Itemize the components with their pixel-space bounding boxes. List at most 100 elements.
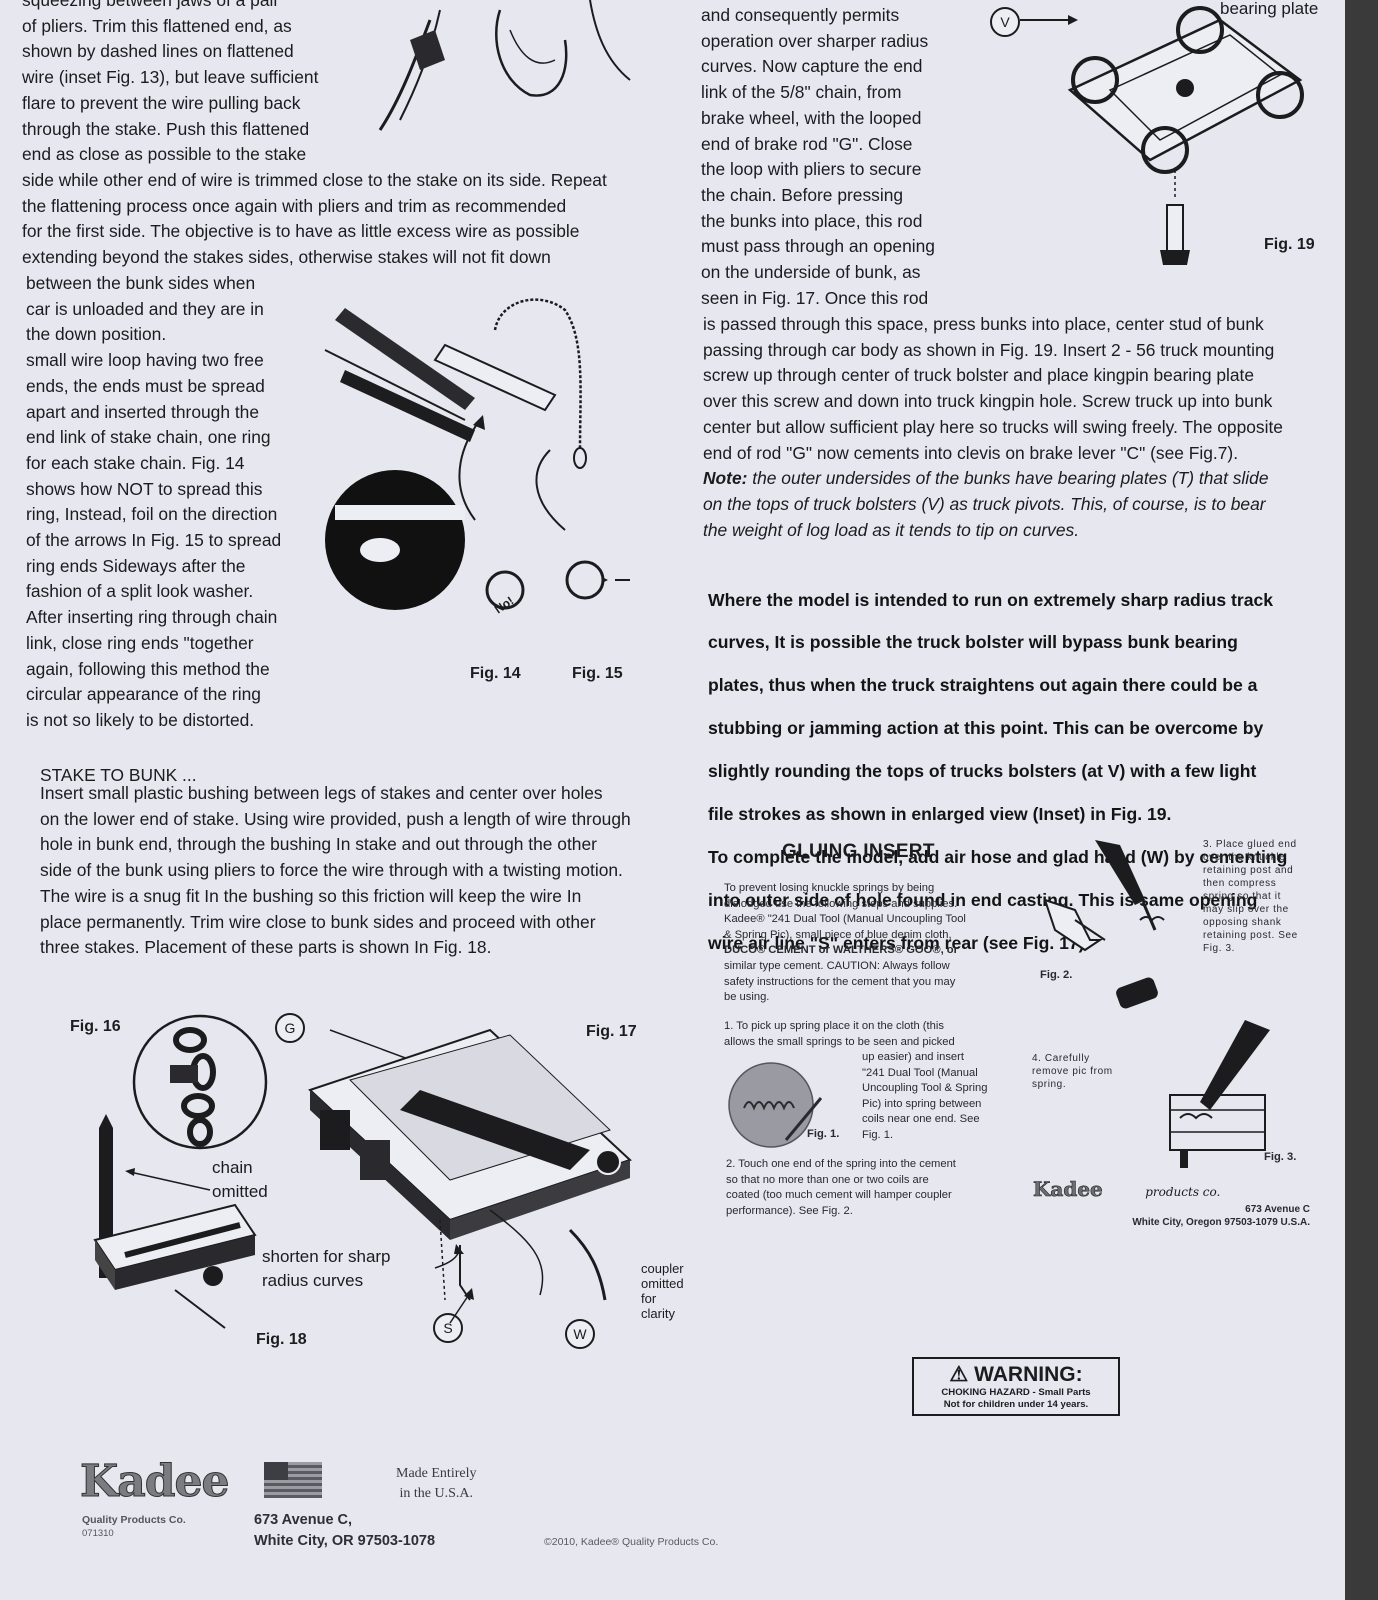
coupler-line: coupler [641, 1261, 684, 1276]
text-line: link of the 5/8" chain, from [701, 82, 902, 103]
text-line: fashion of a split look washer. [26, 581, 254, 602]
address-line: White City, OR 97503-1078 [254, 1533, 436, 1549]
text-line: squeezing between jaws of a pair [22, 0, 280, 10]
text-line: on the underside of bunk, as [701, 262, 921, 283]
v-arrow [1020, 15, 1078, 25]
col1-text-block: squeezing between jaws of a pair of plie… [22, 0, 662, 271]
fig17-caption: Fig. 17 [586, 1023, 637, 1040]
text-line: 4. Carefully [1032, 1053, 1090, 1064]
note-label: Note: [703, 468, 748, 489]
text-line: shown by dashed lines on flattened [22, 41, 294, 62]
small-logo-text: Kadee [1033, 1177, 1103, 1202]
coupler-line: for [641, 1291, 657, 1306]
label-s: S [433, 1313, 463, 1343]
text-line: curves, It is possible the truck bolster… [708, 632, 1238, 653]
text-line: of the arrows In Fig. 15 to spread [26, 530, 282, 551]
gluing-step1-rest: up easier) and insert "241 Dual Tool (Ma… [862, 1050, 1012, 1144]
made-in-usa: Made Entirely in the U.S.A. [396, 1464, 476, 1504]
text-line: 1. To pick up spring place it on the clo… [724, 1020, 944, 1032]
text-line: then compress [1203, 878, 1277, 889]
warning-title-row: ⚠ WARNING: [920, 1362, 1112, 1387]
text-line: ring ends Sideways after the [26, 555, 246, 576]
text-line: extending beyond the stakes sides, other… [22, 247, 551, 268]
fig14-15-illustration [324, 298, 630, 610]
fig1-spring-illustration [728, 1062, 823, 1148]
fig2-cement-illustration [1043, 840, 1165, 1009]
text-line: must pass through an opening [701, 236, 935, 257]
product-code: 071310 [82, 1528, 114, 1539]
us-flag-icon [264, 1462, 322, 1498]
fig2-caption: Fig. 2. [1040, 969, 1073, 981]
text-line: the chain. Before pressing [701, 184, 904, 205]
text-line: side while other end of wire is trimmed … [22, 169, 607, 190]
text-line: link, close ring ends "together [26, 632, 254, 653]
made-line: Made Entirely [396, 1466, 477, 1481]
text-line: Insert small plastic bushing between leg… [40, 783, 603, 803]
text-line: Where the model is intended to run on ex… [708, 589, 1274, 610]
gluing-step4: 4. Carefully remove pic from spring. [1032, 1052, 1152, 1091]
text-line: White City, Oregon 97503-1079 U.S.A. [1132, 1217, 1310, 1228]
text-line: slightly rounding the tops of trucks bol… [708, 761, 1257, 782]
text-line: safety instructions for the cement that … [724, 975, 956, 988]
label-w: W [565, 1319, 595, 1349]
text-line: plates, thus when the truck straightens … [708, 675, 1258, 696]
text-line: car is unloaded and they are in [26, 298, 264, 319]
fig19-truck-illustration [1067, 6, 1304, 265]
text-line: curves. Now capture the end [701, 56, 923, 77]
text-line: is passed through this space, press bunk… [703, 314, 1264, 334]
text-line: be using. [724, 991, 770, 1004]
col1-ring-text: between the bunk sides when car is unloa… [26, 271, 316, 734]
text-line: into outer side of hole found in end cas… [708, 889, 1258, 910]
text-line: The wire is a snug fit In the bushing so… [40, 885, 582, 906]
shorten-line: radius curves [262, 1271, 364, 1290]
text-line: side of the bunk using pliers to force t… [40, 860, 623, 881]
shorten-label: shorten for sharp radius curves [262, 1245, 391, 1293]
gluing-step1-lead: 1. To pick up spring place it on the clo… [724, 1019, 1024, 1050]
text-line: To complete the model, add air hose and … [708, 846, 1288, 867]
warning-line: Not for children under 14 years. [943, 1399, 1089, 1410]
text-line: To prevent losing knuckle springs by bei… [724, 882, 935, 894]
small-address: 673 Avenue C White City, Oregon 97503-10… [1100, 1203, 1310, 1229]
text-line: brake wheel, with the looped [701, 107, 922, 128]
shorten-arrow [434, 1244, 474, 1324]
small-logo-script: products co. [1145, 1185, 1221, 1199]
text-line: and consequently permits [701, 5, 900, 25]
text-line: screw up through center of truck bolster… [703, 365, 1255, 386]
text-line: wire air line "S" enters from rear (see … [708, 932, 1090, 953]
text-line: the flattening process once again with p… [22, 195, 567, 216]
text-line: dislodged use the following steps and su… [724, 897, 958, 910]
chain-label-line: omitted [212, 1182, 268, 1201]
text-line: through the stake. Push this flattened [22, 118, 310, 139]
text-line: & Spring Pic), small piece of blue denim… [724, 928, 952, 941]
text-line: Pic) into spring between [862, 1097, 982, 1110]
text-line: stubbing or jamming action at this point… [708, 718, 1264, 739]
text-line: three stakes. Placement of these parts i… [40, 937, 492, 958]
gluing-intro: To prevent losing knuckle springs by bei… [724, 881, 1014, 1006]
text-line: Uncoupling Tool & Spring [862, 1082, 988, 1095]
text-line: place permanently. Trim wire close to bu… [40, 911, 596, 932]
text-line: allows the small springs to be seen and … [724, 1035, 955, 1048]
text-line: is not so likely to be distorted. [26, 709, 255, 730]
text-line: Kadee® "241 Dual Tool (Manual Uncoupling… [724, 913, 966, 926]
text-line: center but allow sufficient play here so… [703, 416, 1283, 437]
gluing-step3: 3. Place glued end over the knuckle reta… [1203, 838, 1323, 955]
text-line: shows how NOT to spread this [26, 478, 263, 499]
text-line: operation over sharper radius [701, 30, 929, 51]
kadee-logo: Kadee [80, 1456, 231, 1508]
text-line: 673 Avenue C [1245, 1204, 1310, 1215]
text-line: spring. [1032, 1079, 1067, 1090]
text-line: for the first side. The objective is to … [22, 221, 580, 242]
note-text: the outer undersides of the bunks have b… [747, 468, 1269, 489]
address-line: 673 Avenue C, [254, 1512, 353, 1528]
text-line: Fig. 3. [1203, 943, 1235, 954]
warning-line: CHOKING HAZARD - Small Parts [941, 1387, 1091, 1398]
text-line: end link of stake chain, one ring [26, 427, 271, 448]
warning-triangle-icon: ⚠ [949, 1363, 969, 1386]
gluing-insert-heading: GLUING INSERT [782, 841, 935, 862]
fig15-caption: Fig. 15 [572, 665, 623, 682]
note-line: on the tops of truck bolsters (V) as tru… [703, 493, 1266, 514]
col2-narrow-text: and consequently permits operation over … [701, 3, 966, 311]
text-line: the down position. [26, 324, 167, 345]
col2-bold-text: Where the model is intended to run on ex… [708, 570, 1345, 974]
text-line: over the knuckle [1203, 852, 1286, 863]
